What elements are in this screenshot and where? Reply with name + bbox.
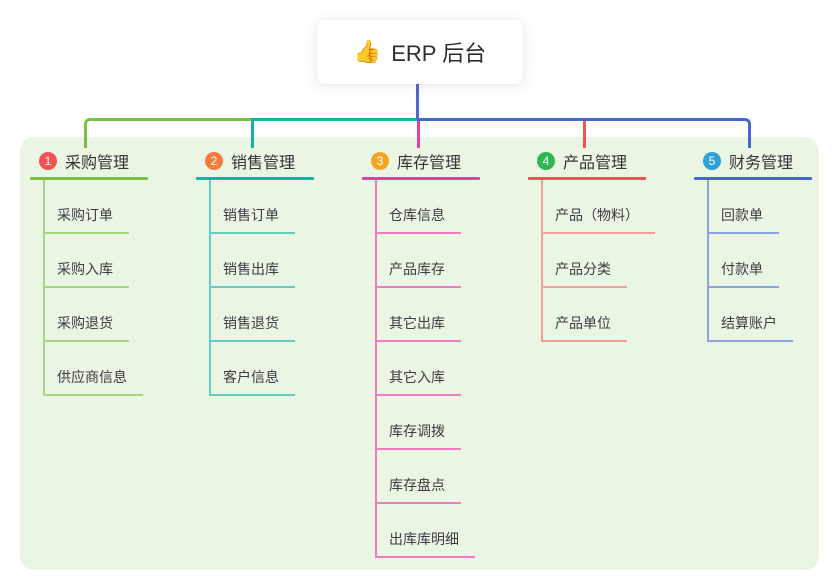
mindmap-item-label: 销售订单 xyxy=(211,205,295,234)
mindmap-item-node[interactable]: 产品单位 xyxy=(543,288,646,342)
branch-number-badge: 1 xyxy=(39,152,57,170)
mindmap-item-label: 销售出库 xyxy=(211,259,295,288)
mindmap-item-label: 出库库明细 xyxy=(377,529,475,558)
mindmap-item-label: 采购退货 xyxy=(45,313,129,342)
root-node-label: ERP 后台 xyxy=(391,41,487,66)
branch-财务管理: 5 财务管理回款单付款单结算账户 xyxy=(694,148,812,342)
branch-items: 回款单付款单结算账户 xyxy=(707,180,812,342)
thumbs-up-icon: 👍 xyxy=(353,39,382,64)
branch-underline xyxy=(528,177,646,180)
mindmap-item-label: 产品库存 xyxy=(377,259,461,288)
branches-panel xyxy=(20,137,819,570)
mindmap-item-node[interactable]: 销售出库 xyxy=(211,234,314,288)
connector-branch-1 xyxy=(84,118,252,148)
branch-number-badge: 2 xyxy=(205,152,223,170)
mindmap-item-label: 采购订单 xyxy=(45,205,129,234)
mindmap-item-node[interactable]: 其它出库 xyxy=(377,288,480,342)
mindmap-item-node[interactable]: 付款单 xyxy=(709,234,812,288)
mindmap-item-node[interactable]: 产品分类 xyxy=(543,234,646,288)
branch-title-label: 财务管理 xyxy=(729,155,794,172)
branch-title-node[interactable]: 4 产品管理 xyxy=(528,148,646,174)
mindmap-item-node[interactable]: 采购订单 xyxy=(45,180,148,234)
branch-underline xyxy=(694,177,812,180)
mindmap-item-node[interactable]: 采购退货 xyxy=(45,288,148,342)
mindmap-item-label: 产品单位 xyxy=(543,313,627,342)
mindmap-item-node[interactable]: 回款单 xyxy=(709,180,812,234)
branch-title-node[interactable]: 5 财务管理 xyxy=(694,148,812,174)
branch-title-label: 库存管理 xyxy=(397,155,462,172)
mindmap-item-label: 销售退货 xyxy=(211,313,295,342)
branch-产品管理: 4 产品管理产品（物料） 产品分类产品单位 xyxy=(528,148,655,342)
branch-underline xyxy=(30,177,148,180)
mindmap-item-node[interactable]: 库存调拨 xyxy=(377,396,480,450)
connector-branch-3 xyxy=(417,121,420,148)
mindmap-item-label: 回款单 xyxy=(709,205,779,234)
mindmap-item-node[interactable]: 产品（物料） xyxy=(543,180,655,234)
root-node[interactable]: 👍 ERP 后台 xyxy=(317,20,523,84)
branch-underline xyxy=(196,177,314,180)
branch-采购管理: 1 采购管理采购订单采购入库采购退货供应商信息 xyxy=(30,148,148,396)
mindmap-item-label: 库存调拨 xyxy=(377,421,461,450)
mindmap-item-label: 结算账户 xyxy=(709,313,793,342)
branch-underline xyxy=(362,177,480,180)
mindmap-item-label: 供应商信息 xyxy=(45,367,143,396)
mindmap-item-node[interactable]: 客户信息 xyxy=(211,342,314,396)
branch-number-badge: 4 xyxy=(537,152,555,170)
mindmap-item-node[interactable]: 销售退货 xyxy=(211,288,314,342)
mindmap-item-node[interactable]: 结算账户 xyxy=(709,288,812,342)
branch-items: 产品（物料） 产品分类产品单位 xyxy=(541,180,655,342)
mindmap-item-label: 库存盘点 xyxy=(377,475,461,504)
branch-title-label: 采购管理 xyxy=(65,155,130,172)
branch-title-label: 销售管理 xyxy=(231,155,296,172)
branch-title-node[interactable]: 1 采购管理 xyxy=(30,148,148,174)
branch-items: 仓库信息产品库存其它出库其它入库库存调拨库存盘点出库库明细 xyxy=(375,180,480,558)
mindmap-item-label: 其它出库 xyxy=(377,313,461,342)
branch-销售管理: 2 销售管理销售订单销售出库销售退货客户信息 xyxy=(196,148,314,396)
branch-number-badge: 5 xyxy=(703,152,721,170)
mindmap-item-node[interactable]: 供应商信息 xyxy=(45,342,148,396)
branch-items: 销售订单销售出库销售退货客户信息 xyxy=(209,180,314,396)
root-connector-line xyxy=(416,84,419,121)
mindmap-item-label: 客户信息 xyxy=(211,367,295,396)
mindmap-item-label: 采购入库 xyxy=(45,259,129,288)
branch-title-label: 产品管理 xyxy=(563,155,628,172)
branch-number-badge: 3 xyxy=(371,152,389,170)
connector-branch-5 xyxy=(417,118,751,148)
connector-branch-2 xyxy=(251,118,418,148)
branch-title-node[interactable]: 3 库存管理 xyxy=(362,148,480,174)
branch-库存管理: 3 库存管理仓库信息产品库存其它出库其它入库库存调拨库存盘点出库库明细 xyxy=(362,148,480,558)
mindmap-item-node[interactable]: 库存盘点 xyxy=(377,450,480,504)
connector-branch-4 xyxy=(583,121,586,148)
mindmap-item-node[interactable]: 销售订单 xyxy=(211,180,314,234)
mindmap-item-node[interactable]: 产品库存 xyxy=(377,234,480,288)
branch-title-node[interactable]: 2 销售管理 xyxy=(196,148,314,174)
mindmap-item-label: 产品分类 xyxy=(543,259,627,288)
mindmap-item-node[interactable]: 出库库明细 xyxy=(377,504,480,558)
mindmap-item-label: 仓库信息 xyxy=(377,205,461,234)
mindmap-item-label: 其它入库 xyxy=(377,367,461,396)
mindmap-item-node[interactable]: 采购入库 xyxy=(45,234,148,288)
mindmap-item-node[interactable]: 仓库信息 xyxy=(377,180,480,234)
mindmap-item-node[interactable]: 其它入库 xyxy=(377,342,480,396)
branch-items: 采购订单采购入库采购退货供应商信息 xyxy=(43,180,148,396)
mindmap-item-label: 付款单 xyxy=(709,259,779,288)
mindmap-item-label: 产品（物料） xyxy=(543,205,655,234)
